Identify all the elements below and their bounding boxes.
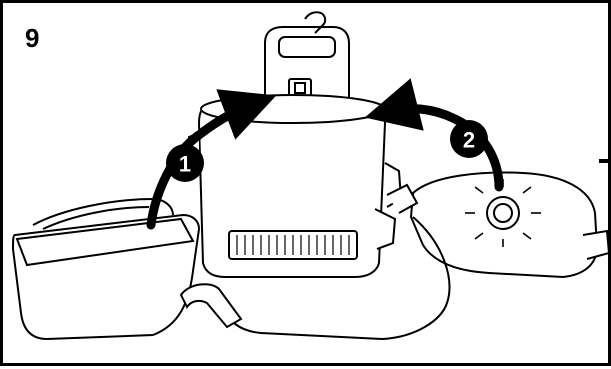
assembly-illustration: 1 2 [11,11,611,341]
callout-1: 1 [166,144,204,182]
step-number: 9 [25,23,40,53]
callout-2-label: 2 [463,128,475,153]
callout-1-label: 1 [179,152,191,177]
arrow-2 [364,78,504,192]
main-unit [188,11,403,278]
carry-bag [11,197,201,341]
battery-cap [386,171,611,279]
power-cable [179,216,451,341]
callout-2: 2 [450,120,488,158]
arrow-1 [146,89,277,230]
